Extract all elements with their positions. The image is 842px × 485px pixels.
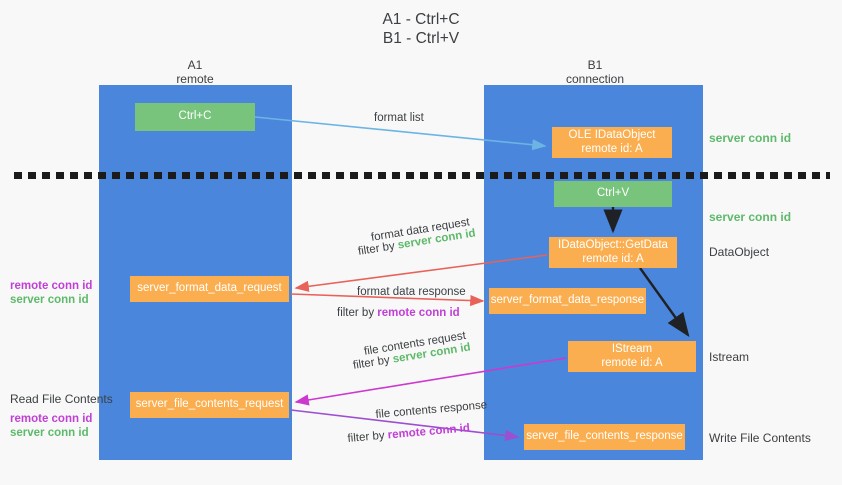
note-server-conn-id-2: server conn id [10, 427, 89, 439]
node-ole-dataobject-sublabel: remote id: A [581, 142, 643, 155]
page-title: A1 - Ctrl+C B1 - Ctrl+V [0, 10, 842, 48]
edge-label-file-contents-response-filter: filter by remote conn id [347, 421, 471, 447]
note-remote-conn-id-1: remote conn id [10, 280, 93, 292]
filter-id-remote-conn: remote conn id [387, 422, 471, 442]
note-server-conn-id-mid: server conn id [709, 210, 792, 224]
node-istream[interactable]: IStream remote id: A [568, 341, 696, 372]
node-istream-label: IStream [611, 343, 653, 355]
node-server-format-data-response[interactable]: server_format_data_response [489, 288, 646, 314]
filter-prefix: filter by [357, 239, 399, 258]
node-getdata-sublabel: remote id: A [582, 252, 644, 265]
column-header-b1-name: B1 [587, 58, 603, 72]
node-ctrl-c[interactable]: Ctrl+C [135, 103, 255, 131]
node-server-file-contents-request[interactable]: server_file_contents_request [130, 392, 289, 418]
column-header-b1-role: connection [565, 72, 625, 86]
node-ctrl-v-label: Ctrl+V [596, 187, 630, 200]
note-write-file-contents: Write File Contents [709, 431, 811, 445]
note-remote-conn-id-2: remote conn id [10, 413, 93, 425]
edge-label-format-data-response-filter: filter by remote conn id [337, 306, 460, 321]
title-line-2: B1 - Ctrl+V [382, 30, 460, 47]
edge-label-file-contents-response: file contents response [375, 399, 488, 421]
note-dataobject: DataObject [709, 245, 770, 259]
node-server-format-data-response-label: server_format_data_response [490, 294, 645, 307]
column-header-b1: B1 connection [520, 58, 670, 86]
title-line-1: A1 - Ctrl+C [382, 11, 460, 28]
filter-prefix: filter by [337, 307, 378, 319]
node-ole-dataobject-label: OLE IDataObject [568, 129, 656, 141]
node-ctrl-v[interactable]: Ctrl+V [554, 181, 672, 207]
node-ctrl-c-label: Ctrl+C [178, 110, 212, 123]
filter-prefix: filter by [352, 353, 394, 372]
note-server-conn-id-1: server conn id [10, 294, 89, 306]
note-left-conn-ids-1: remote conn id server conn id [10, 279, 92, 307]
note-server-conn-id-top: server conn id [709, 131, 792, 145]
note-read-file-contents: Read File Contents [10, 392, 113, 406]
node-idataobject-getdata[interactable]: IDataObject::GetData remote id: A [549, 237, 677, 268]
node-server-file-contents-response-label: server_file_contents_response [526, 430, 683, 443]
edge-label-format-list: format list [374, 112, 424, 124]
filter-prefix: filter by [347, 429, 389, 445]
dashed-divider [14, 172, 830, 179]
column-header-a1-name: A1 [187, 58, 203, 72]
node-server-format-data-request[interactable]: server_format_data_request [130, 276, 289, 302]
note-istream: Istream [709, 350, 750, 364]
node-istream-sublabel: remote id: A [601, 356, 663, 369]
edge-label-format-data-response: format data response [357, 286, 466, 298]
node-getdata-label: IDataObject::GetData [558, 239, 668, 251]
filter-id-remote-conn: remote conn id [377, 307, 460, 319]
node-server-file-contents-request-label: server_file_contents_request [135, 398, 284, 411]
note-left-conn-ids-2: remote conn id server conn id [10, 412, 92, 440]
node-server-file-contents-response[interactable]: server_file_contents_response [524, 424, 685, 450]
node-server-format-data-request-label: server_format_data_request [137, 282, 282, 295]
column-header-a1: A1 remote [120, 58, 270, 86]
column-header-a1-role: remote [176, 72, 214, 86]
node-ole-dataobject[interactable]: OLE IDataObject remote id: A [552, 127, 672, 158]
